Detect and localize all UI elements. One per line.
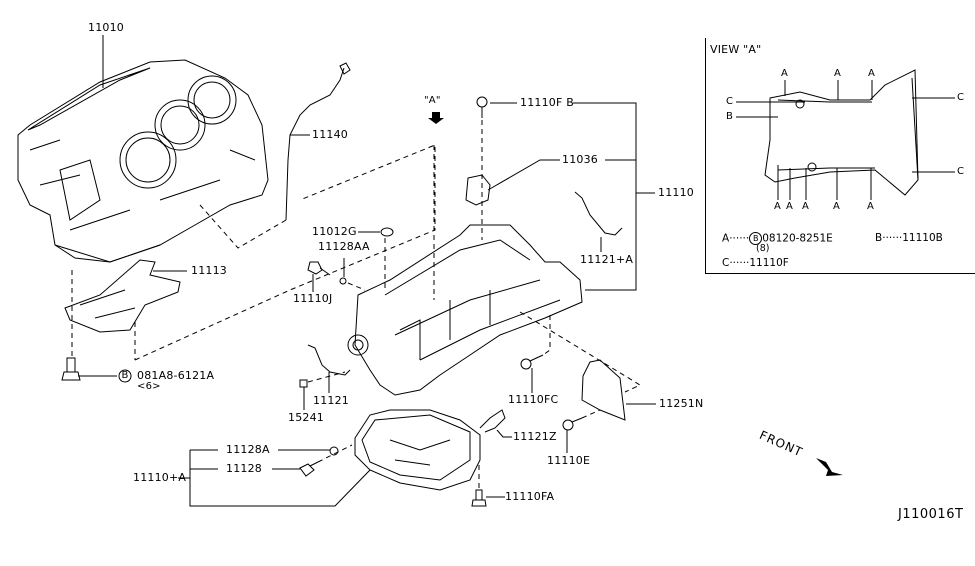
lower-oil-pan-drawing: [354, 409, 481, 491]
label-11110j[interactable]: 11110J: [293, 292, 333, 305]
b-circle-mark: [118, 369, 132, 383]
view-a-pan-outline: [764, 69, 919, 196]
dipstick-drawing: [285, 67, 345, 221]
view-a-callout: C: [957, 166, 965, 177]
label-11128[interactable]: 11128: [226, 462, 262, 475]
view-a-callout: A: [833, 201, 841, 212]
front-arrow-icon: [816, 458, 843, 476]
label-11251n[interactable]: 11251N: [659, 397, 704, 410]
b-circle-mark: B: [749, 232, 763, 245]
view-a-callout: A: [868, 68, 876, 79]
sealant-drawing: [307, 344, 351, 376]
label-11128a[interactable]: 11128A: [226, 443, 270, 456]
view-a-callout: C: [726, 96, 734, 107]
view-a-callout: B: [726, 111, 734, 122]
bolt-fb-drawing: [476, 96, 488, 118]
view-a-arrow-icon: [428, 112, 444, 124]
bolt-b-drawing: [61, 357, 81, 381]
bolt-j-drawing: [307, 261, 331, 276]
view-a-callout: C: [957, 92, 965, 103]
dowel-drawing: [299, 379, 308, 388]
legend-dots: ······: [882, 232, 903, 244]
label-11110e[interactable]: 11110E: [547, 454, 591, 467]
label-11110fc[interactable]: 11110FC: [508, 393, 559, 406]
upper-oil-pan-drawing: [347, 224, 583, 396]
bracket-drawing: [465, 174, 491, 206]
washer-a-drawing: [329, 446, 339, 456]
label-bolt-b-qty: <6>: [137, 381, 161, 392]
legend-dots: ······: [729, 232, 750, 245]
bolt-fa-drawing: [471, 489, 487, 507]
label-11121a[interactable]: 11121+A: [580, 253, 634, 266]
cylinder-block-drawing: [17, 59, 269, 263]
view-a-callout: A: [802, 201, 810, 212]
label-11121z[interactable]: 11121Z: [513, 430, 557, 443]
gasket-drawing: [380, 227, 394, 237]
view-a-leaders: [736, 80, 955, 200]
view-a-callout: A: [781, 68, 789, 79]
label-15241[interactable]: 15241: [288, 411, 324, 424]
legend-b-key: B: [875, 232, 883, 244]
view-a-callout: A: [834, 68, 842, 79]
view-a-callout: A: [786, 201, 794, 212]
legend-b: B······11110B: [875, 232, 943, 244]
drawing-id: J110016T: [898, 507, 964, 522]
legend-c-value: 11110F: [749, 257, 789, 269]
label-11110a[interactable]: 11110+A: [133, 471, 187, 484]
legend-a-key: A: [722, 232, 730, 245]
sealant-z-drawing: [479, 409, 506, 433]
label-11010[interactable]: 11010: [88, 21, 124, 34]
label-081a8-6121a[interactable]: 081A8-6121A: [137, 369, 215, 382]
label-11012g[interactable]: 11012G: [312, 225, 357, 238]
bolt-fc-drawing: [520, 354, 544, 370]
cover-drawing: [581, 359, 626, 421]
label-11110[interactable]: 11110: [658, 186, 694, 199]
legend-b-value: 11110B: [902, 232, 943, 244]
view-a-callout: A: [774, 201, 782, 212]
legend-dots: ······: [729, 257, 750, 269]
view-a-panel: [705, 38, 975, 274]
label-11128aa[interactable]: 11128AA: [318, 240, 370, 253]
label-11110fb[interactable]: 11110F B: [520, 96, 574, 109]
label-11121[interactable]: 11121: [313, 394, 349, 407]
drain-plug-drawing: [299, 461, 319, 477]
label-11140[interactable]: 11140: [312, 128, 348, 141]
sealant-a-drawing: [574, 191, 623, 236]
bolt-e-drawing: [562, 417, 583, 431]
label-11110fa[interactable]: 11110FA: [505, 490, 555, 503]
legend-c-key: C: [722, 257, 730, 269]
view-a-marker: "A": [424, 95, 441, 106]
legend-a-qty: (8): [756, 243, 770, 254]
legend-a-value: 08120-8251E: [762, 232, 833, 245]
view-a-title: VIEW "A": [710, 43, 762, 56]
washer-aa-drawing: [339, 277, 347, 285]
view-a-callout: A: [867, 201, 875, 212]
b-mark-letter: B: [121, 370, 129, 381]
label-11036[interactable]: 11036: [562, 153, 598, 166]
legend-c: C······11110F: [722, 257, 789, 269]
baffle-plate-drawing: [64, 259, 181, 333]
label-11113[interactable]: 11113: [191, 264, 227, 277]
